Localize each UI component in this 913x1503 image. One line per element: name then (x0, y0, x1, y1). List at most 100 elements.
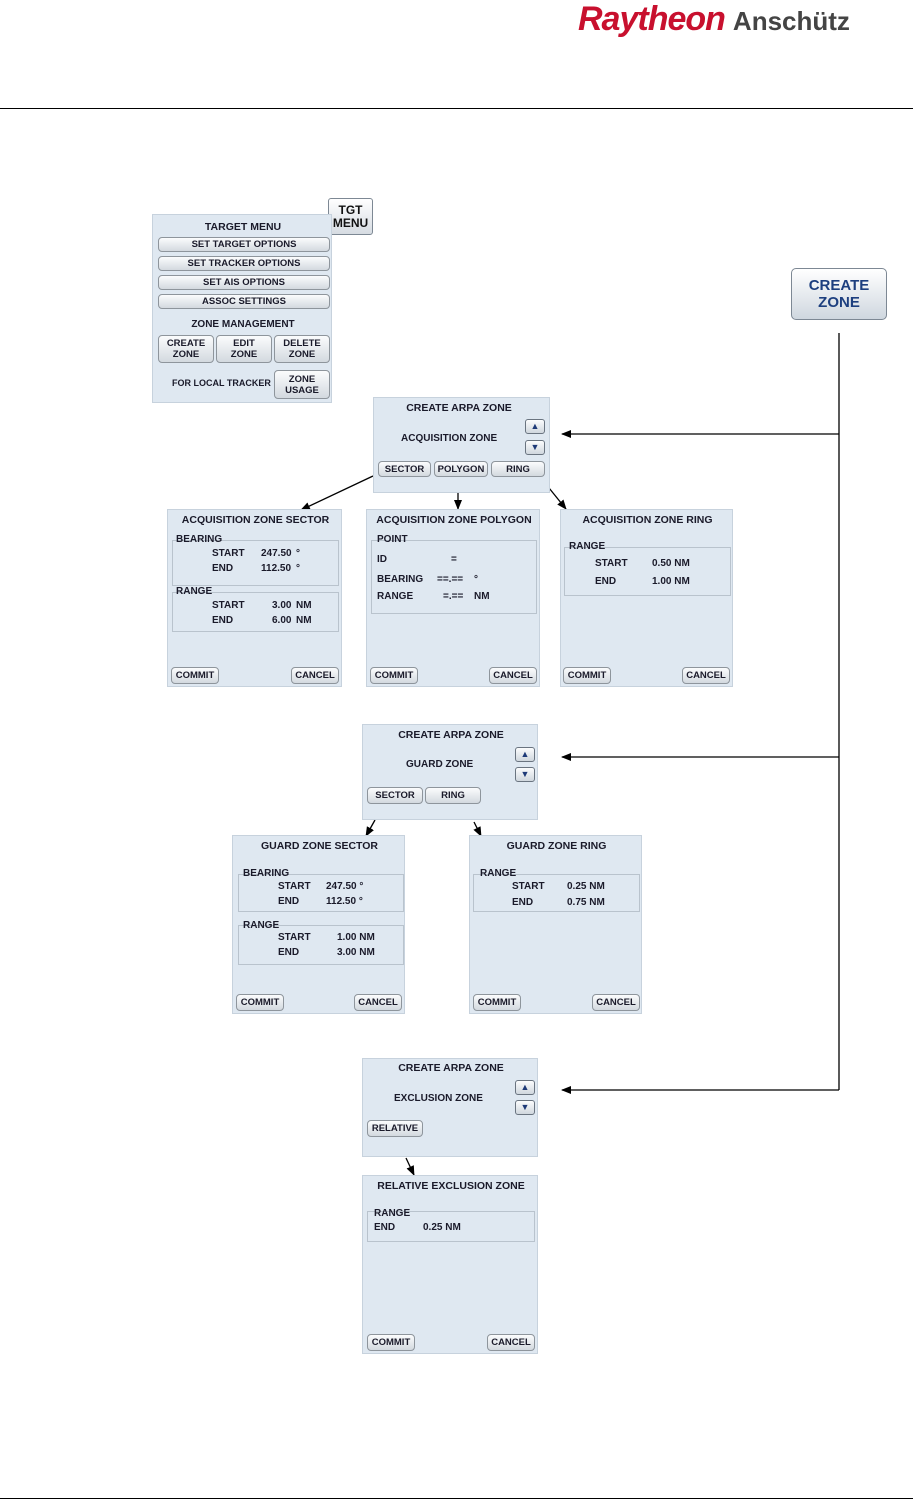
acq-polygon-commit-button[interactable]: COMMIT (370, 667, 418, 684)
guard-ring-start-label: START (512, 881, 545, 892)
guard-sector-start-value: 247.50 ° (326, 881, 364, 892)
delete-zone-button[interactable]: DELETE ZONE (274, 335, 330, 363)
guard-down-arrow-icon[interactable]: ▼ (515, 767, 535, 782)
guard-ring-panel: GUARD ZONE RING RANGE START 0.25 NM END … (469, 835, 642, 1014)
acq-create-panel: CREATE ARPA ZONE ACQUISITION ZONE ▲ ▼ SE… (373, 397, 550, 493)
tgt-menu-line1: TGT (338, 202, 363, 217)
create-zone-line1: CREATE (808, 277, 870, 294)
tgt-menu-line2: MENU (332, 215, 369, 230)
excl-relative-cancel-button[interactable]: CANCEL (487, 1334, 535, 1351)
acq-ring-range-group (564, 547, 731, 596)
excl-relative-range-label: RANGE (374, 1208, 411, 1219)
excl-up-arrow-icon[interactable]: ▲ (515, 1080, 535, 1095)
acq-up-arrow-icon[interactable]: ▲ (525, 419, 545, 434)
guard-sector-button[interactable]: SECTOR (367, 787, 423, 804)
excl-zone-label: EXCLUSION ZONE (394, 1093, 483, 1104)
guard-sector-end-label: END (278, 896, 300, 907)
acq-sector-range-end-label: END (212, 615, 234, 626)
acq-sector-range-start-unit: NM (296, 600, 312, 611)
excl-create-title: CREATE ARPA ZONE (398, 1062, 504, 1074)
guard-create-panel: CREATE ARPA ZONE GUARD ZONE ▲ ▼ SECTOR R… (362, 724, 538, 820)
delete-zone-line1: DELETE (283, 338, 321, 349)
tgt-menu-button[interactable]: TGT MENU (328, 198, 373, 235)
logo-brand: Raytheon (578, 0, 726, 38)
acq-ring-end-label: END (595, 576, 617, 587)
delete-zone-line2: ZONE (288, 349, 316, 360)
excl-down-arrow-icon[interactable]: ▼ (515, 1100, 535, 1115)
guard-sector-range-end-label: END (278, 947, 300, 958)
acq-polygon-range-value: =.== (443, 591, 464, 602)
acq-sector-start-value: 247.50 (261, 548, 292, 559)
acq-polygon-cancel-button[interactable]: CANCEL (489, 667, 537, 684)
acq-polygon-button[interactable]: POLYGON (434, 461, 488, 477)
acq-ring-panel: ACQUISITION ZONE RING RANGE START 0.50 N… (560, 509, 733, 687)
acq-polygon-id-value: = (451, 554, 457, 565)
guard-sector-bearing-label: BEARING (243, 868, 290, 879)
acq-ring-commit-button[interactable]: COMMIT (563, 667, 611, 684)
guard-create-title: CREATE ARPA ZONE (398, 729, 504, 741)
acq-polygon-bearing-label: BEARING (377, 574, 424, 585)
zone-usage-line2: USAGE (285, 384, 319, 396)
guard-ring-range-group (473, 874, 640, 912)
guard-sector-range-start-value: 1.00 NM (337, 932, 375, 943)
guard-sector-start-label: START (278, 881, 311, 892)
guard-sector-range-group (238, 925, 404, 965)
guard-ring-commit-button[interactable]: COMMIT (473, 994, 521, 1011)
guard-sector-panel: GUARD ZONE SECTOR BEARING START 247.50 °… (232, 835, 405, 1014)
acq-ring-range-label: RANGE (569, 541, 606, 552)
acq-sector-cancel-button[interactable]: CANCEL (291, 667, 339, 684)
set-tracker-options-button[interactable]: SET TRACKER OPTIONS (158, 256, 330, 271)
guard-sector-range-end-value: 3.00 NM (337, 947, 375, 958)
acq-polygon-title: ACQUISITION ZONE POLYGON (376, 514, 532, 526)
guard-ring-range-label: RANGE (480, 868, 517, 879)
menu-create-zone-button[interactable]: CREATE ZONE (158, 335, 214, 363)
guard-ring-button[interactable]: RING (425, 787, 481, 804)
acq-ring-cancel-button[interactable]: CANCEL (682, 667, 730, 684)
guard-sector-cancel-button[interactable]: CANCEL (354, 994, 402, 1011)
set-ais-options-button[interactable]: SET AIS OPTIONS (158, 275, 330, 290)
acq-ring-end-value: 1.00 NM (652, 576, 690, 587)
excl-relative-button[interactable]: RELATIVE (367, 1120, 423, 1137)
menu-create-line2: ZONE (172, 349, 200, 360)
excl-relative-commit-button[interactable]: COMMIT (367, 1334, 415, 1351)
create-zone-button[interactable]: CREATE ZONE (791, 268, 887, 320)
edit-zone-line2: ZONE (230, 349, 258, 360)
guard-ring-cancel-button[interactable]: CANCEL (592, 994, 640, 1011)
acq-sector-start-label: START (212, 548, 245, 559)
guard-ring-title: GUARD ZONE RING (506, 840, 607, 852)
zone-usage-button[interactable]: ZONE USAGE (274, 370, 330, 399)
target-menu-title: TARGET MENU (204, 221, 282, 233)
guard-sector-title: GUARD ZONE SECTOR (260, 840, 379, 852)
guard-sector-range-label: RANGE (243, 920, 280, 931)
acq-polygon-bearing-value: ==.== (437, 574, 464, 585)
edit-zone-button[interactable]: EDIT ZONE (216, 335, 272, 363)
acq-sector-button[interactable]: SECTOR (378, 461, 431, 477)
acq-polygon-point-group (371, 540, 537, 614)
guard-sector-commit-button[interactable]: COMMIT (236, 994, 284, 1011)
excl-relative-range-group (367, 1211, 535, 1242)
acq-sector-range-group (172, 592, 339, 632)
acq-ring-start-value: 0.50 NM (652, 558, 690, 569)
assoc-settings-button[interactable]: ASSOC SETTINGS (158, 294, 330, 309)
acq-down-arrow-icon[interactable]: ▼ (525, 440, 545, 455)
edit-zone-line1: EDIT (233, 338, 255, 349)
guard-sector-range-start-label: START (278, 932, 311, 943)
target-menu-panel: TARGET MENU SET TARGET OPTIONS SET TRACK… (152, 214, 332, 403)
guard-up-arrow-icon[interactable]: ▲ (515, 747, 535, 762)
set-target-options-button[interactable]: SET TARGET OPTIONS (158, 237, 330, 252)
guard-sector-bearing-group (238, 874, 404, 912)
logo-brand-sub: Anschütz (732, 6, 850, 36)
acq-ring-button[interactable]: RING (491, 461, 545, 477)
acq-polygon-id-label: ID (377, 554, 387, 565)
excl-relative-end-value: 0.25 NM (423, 1222, 461, 1233)
acq-zone-label: ACQUISITION ZONE (401, 433, 498, 444)
acq-sector-bearing-label: BEARING (176, 534, 223, 545)
acq-sector-commit-button[interactable]: COMMIT (171, 667, 219, 684)
header-rule (0, 108, 913, 109)
create-zone-line2: ZONE (818, 294, 860, 311)
acq-sector-range-end-unit: NM (296, 615, 312, 626)
guard-ring-start-value: 0.25 NM (567, 881, 605, 892)
acq-polygon-panel: ACQUISITION ZONE POLYGON POINT ID = BEAR… (366, 509, 540, 687)
